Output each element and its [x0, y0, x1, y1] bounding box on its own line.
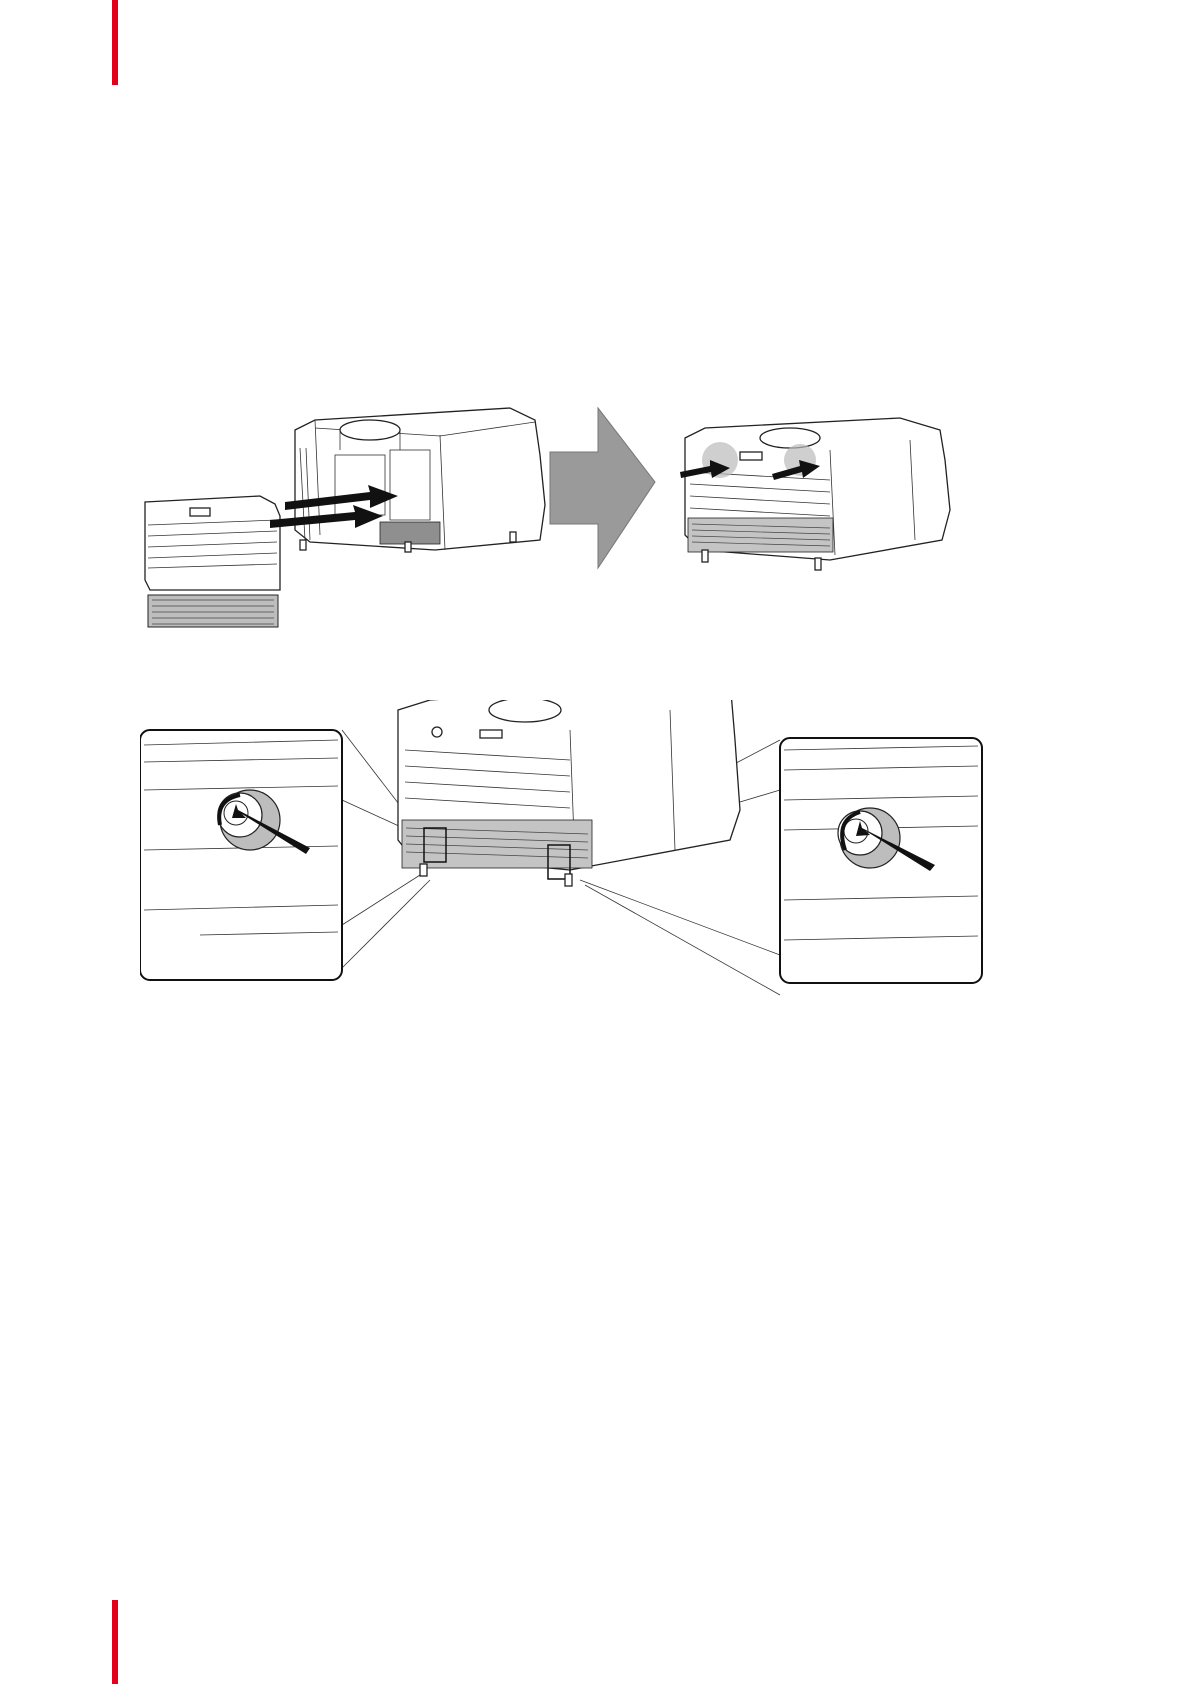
- installation-figure: [140, 400, 1030, 640]
- projector-covered-illustration: [680, 418, 950, 570]
- projector-front-view: [398, 700, 740, 886]
- fastening-detail-figure: [140, 700, 1060, 1020]
- projector-uncovered-illustration: [270, 408, 545, 552]
- top-accent-bar: [112, 0, 118, 85]
- detached-cover-illustration: [145, 496, 280, 627]
- installation-illustration: [140, 400, 1030, 640]
- detail-right-screw: [780, 738, 982, 983]
- bottom-accent-bar: [112, 1600, 118, 1684]
- fastening-detail-illustration: [140, 700, 1060, 1020]
- detail-left-screw: [140, 730, 342, 980]
- right-arrow-icon: [550, 408, 655, 568]
